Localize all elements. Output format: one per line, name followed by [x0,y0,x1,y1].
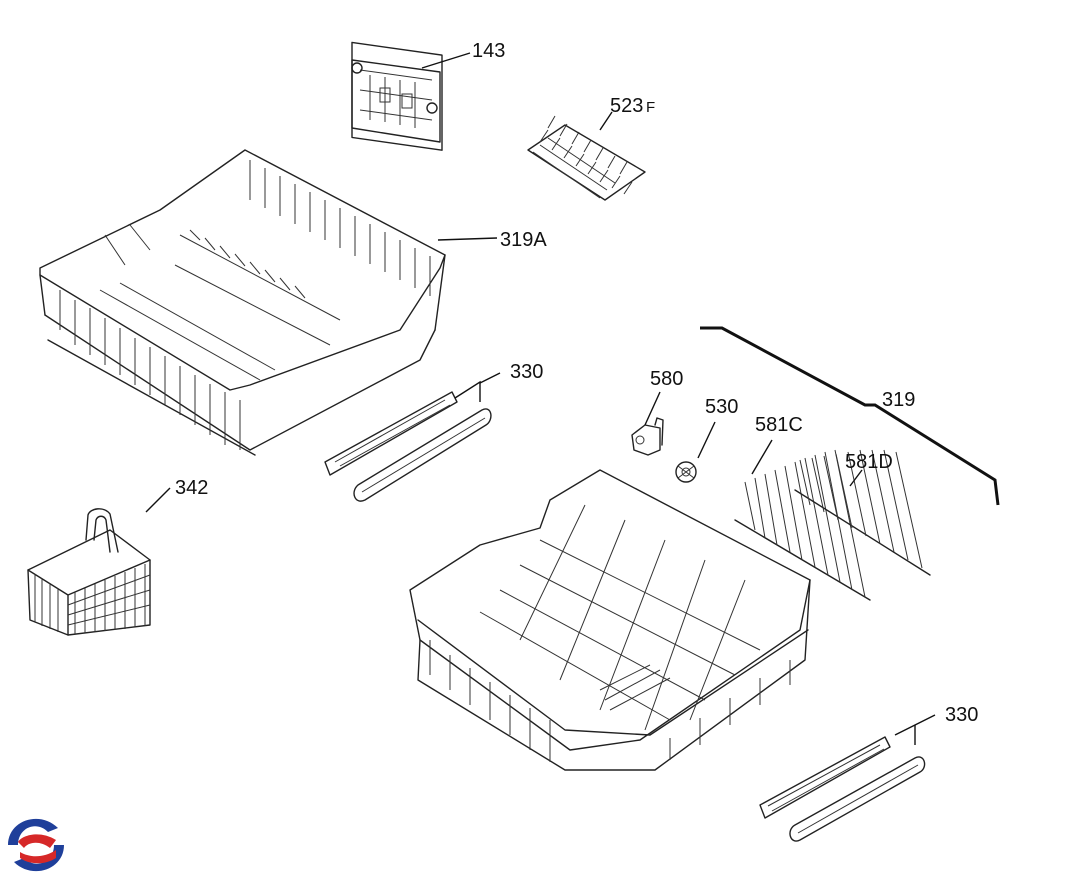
label-581d: 581D [845,451,893,473]
label-530: 530 [705,396,738,418]
label-523: 523 [610,95,643,117]
label-580: 580 [650,368,683,390]
part-523f-tine-insert [527,115,646,201]
leader-143 [421,52,471,69]
leader-319 [700,326,1000,506]
leader-580 [644,391,661,426]
part-319a-upper-rack [39,149,446,456]
leader-523f [599,111,613,131]
label-330-top: 330 [510,361,543,383]
leader-319a [437,237,498,241]
part-581c-tines [734,449,871,601]
label-523-suffix: F [646,99,655,116]
label-319a: 319A [500,229,547,251]
part-143-adjuster [351,41,443,151]
leader-581d [849,469,863,487]
leader-330-top [454,380,481,402]
part-580-clip [631,417,664,456]
part-530-wheel [675,461,697,483]
leader-530 [697,421,716,459]
leader-342 [145,487,171,513]
label-342: 342 [175,477,208,499]
part-319-lower-rack [409,469,811,771]
brand-swirl-logo-icon [8,818,64,872]
label-330-bottom: 330 [945,704,978,726]
part-330-top-rail [324,391,492,502]
part-342-cutlery-basket [27,508,151,636]
label-581c: 581C [755,414,803,436]
part-581d-tines [794,449,931,576]
part-330-bottom-rail [759,736,926,842]
label-143: 143 [472,40,505,62]
label-319: 319 [882,389,915,411]
leader-581c [751,439,773,475]
